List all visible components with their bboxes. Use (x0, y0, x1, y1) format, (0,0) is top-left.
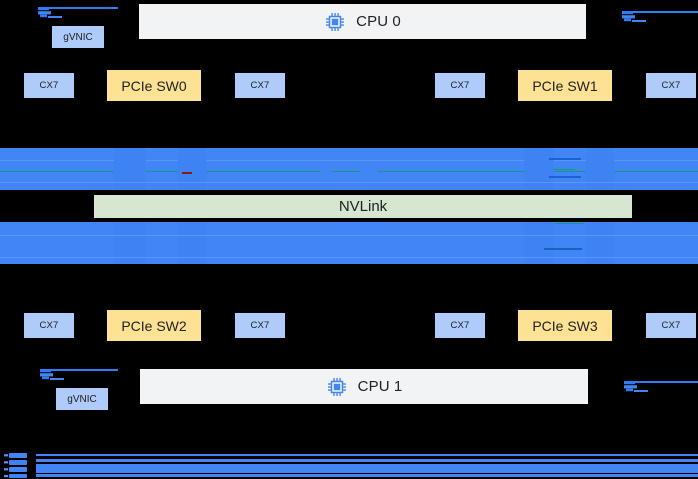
gpu-mesh-row-0 (0, 148, 698, 168)
pcie-switch-box-3: PCIe SW3 (518, 310, 612, 341)
gpu-mesh-row-3 (0, 242, 698, 264)
cx7-box-3: CX7 (646, 73, 696, 98)
cpu-chip-icon (324, 11, 346, 33)
cx7-box-5: CX7 (235, 313, 285, 338)
cx7-label: CX7 (661, 320, 681, 331)
gpu-mesh-row-2 (0, 222, 698, 242)
nic-port-icon (622, 11, 635, 22)
cpu-chip-icon (326, 376, 348, 398)
pcie-switch-box-0: PCIe SW0 (107, 70, 201, 101)
cx7-label: CX7 (39, 80, 59, 91)
cpu0-bar: CPU 0 (139, 4, 586, 39)
gvnic-connector-left-bottom (40, 367, 120, 381)
gvnic-connector-right-bottom (624, 379, 698, 393)
pcie-switch-label: PCIe SW1 (532, 77, 598, 94)
cx7-label: CX7 (450, 320, 470, 331)
cx7-label: CX7 (250, 80, 270, 91)
gvnic-connector-right-top (622, 9, 698, 23)
nic-port-icon (624, 381, 637, 392)
nic-port-icon (38, 7, 51, 18)
pcie-switch-label: PCIe SW2 (121, 317, 187, 334)
cx7-label: CX7 (250, 320, 270, 331)
cpu1-label: CPU 1 (357, 378, 403, 395)
gvnic-label: gVNIC (67, 393, 97, 405)
network-switch-icon (4, 451, 34, 479)
pcie-switch-label: PCIe SW0 (121, 77, 187, 94)
gpu-mesh-row-1 (0, 168, 698, 190)
cpu1-bar: CPU 1 (140, 369, 588, 404)
nic-port-icon (40, 369, 53, 380)
cx7-label: CX7 (661, 80, 681, 91)
cx7-box-7: CX7 (646, 313, 696, 338)
cx7-box-1: CX7 (235, 73, 285, 98)
cpu0-label: CPU 0 (356, 13, 401, 30)
network-fabric-bar (0, 450, 698, 479)
gvnic-box-1: gVNIC (56, 388, 108, 410)
cx7-box-0: CX7 (24, 73, 74, 98)
cx7-box-2: CX7 (435, 73, 485, 98)
cx7-box-4: CX7 (24, 313, 74, 338)
pcie-switch-box-1: PCIe SW1 (518, 70, 612, 101)
cx7-box-6: CX7 (435, 313, 485, 338)
nvlink-bar: NVLink (93, 194, 633, 219)
pcie-switch-box-2: PCIe SW2 (107, 310, 201, 341)
gvnic-label: gVNIC (63, 31, 93, 43)
cx7-label: CX7 (450, 80, 470, 91)
gvnic-connector-left (38, 5, 118, 19)
pcie-switch-label: PCIe SW3 (532, 317, 598, 334)
nvlink-label: NVLink (338, 198, 388, 215)
cx7-label: CX7 (39, 320, 59, 331)
gvnic-box-0: gVNIC (52, 26, 104, 48)
